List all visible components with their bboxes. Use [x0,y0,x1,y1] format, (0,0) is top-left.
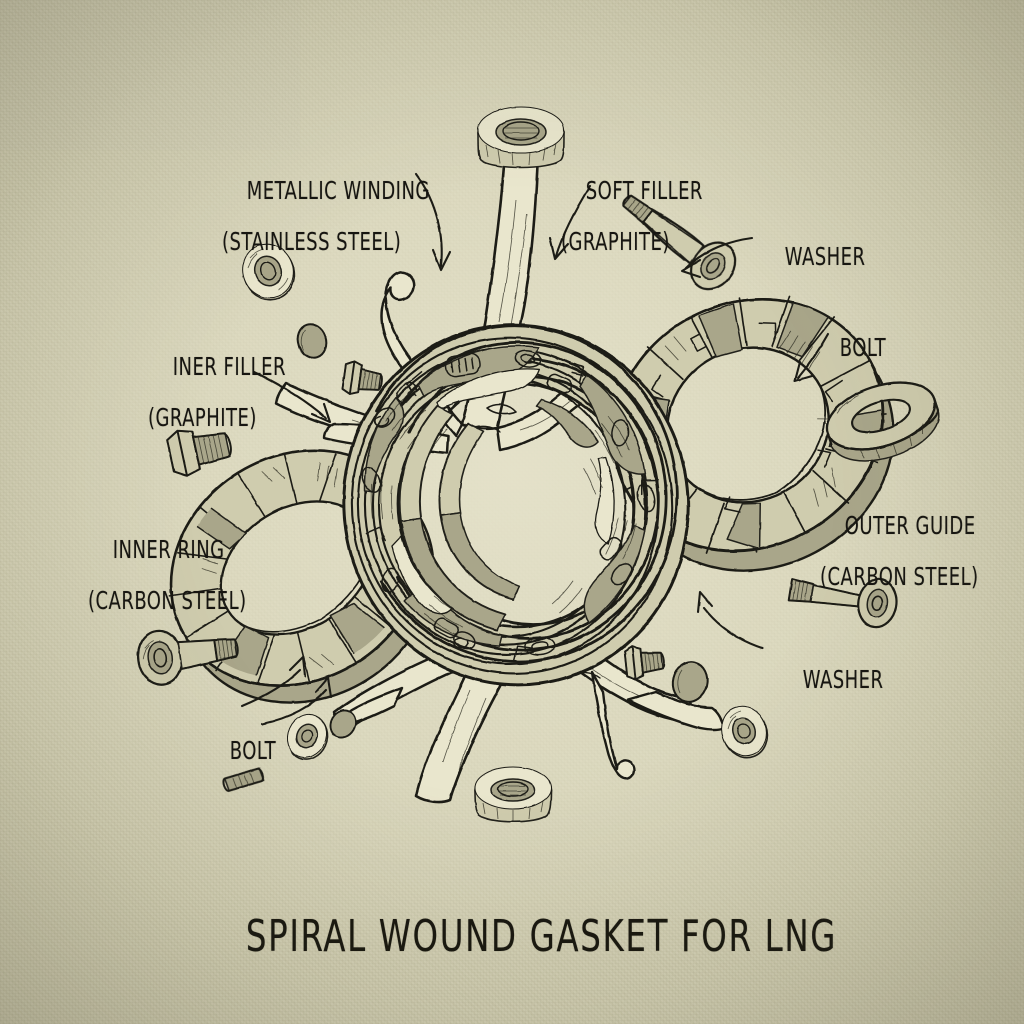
spiral-wound-core [342,323,690,687]
label-bolt-bottom-line1: BOLT [229,735,277,765]
bolt-lower-right [623,645,665,681]
label-outer-guide: OUTER GUIDE (CARBON STEEL) [820,487,979,640]
label-iner-filler-line1: INER FILLER [172,351,286,381]
label-metallic-winding-line1: METALLIC WINDING [246,175,430,205]
arrow-inner-ring [240,655,307,708]
label-inner-ring: INNER RING (CARBON STEEL) [88,511,247,664]
leader-arrows [240,172,830,726]
arrow-bolt-bottom [260,676,333,726]
arrow-soft-filler [548,184,592,261]
arm-terminals [242,106,769,823]
terminal-right-ball [671,661,709,703]
terminal-left-washer [242,243,296,301]
terminal-left-knob [329,709,357,739]
bolt-long-left [136,629,239,686]
label-bolt-bottom: BOLT [205,712,276,789]
diagram-title: SPIRAL WOUND GASKET FOR LNG [0,860,1024,1013]
bolt-chip [222,767,265,792]
label-washer-top: WASHER [760,218,865,295]
terminal-bottom-ring [474,766,552,823]
terminal-bottom-left-ring [286,713,329,761]
bolt-mid-left [341,360,383,395]
label-outer-guide-line2: (CARBON STEEL) [820,561,979,591]
label-bolt-top-line1: BOLT [839,332,887,362]
arrow-iner-filler [252,370,332,424]
label-iner-filler-line2: (GRAPHITE) [148,402,257,432]
bolt-long-right [787,577,898,629]
terminal-bottom-right-ring [721,705,769,759]
loose-washer [825,381,940,462]
label-metallic-winding-line2: (STAINLESS STEEL) [222,226,402,256]
diagram-title-text: SPIRAL WOUND GASKET FOR LNG [245,911,837,962]
label-inner-ring-line2: (CARBON STEEL) [88,585,247,615]
label-washer-top-line1: WASHER [784,241,866,271]
arrow-metallic-winding [414,172,452,272]
label-soft-filler-line2: (GRAPHITE) [561,226,670,256]
bolt-upper-left [166,429,232,477]
arrow-washer-top [680,236,754,279]
label-outer-guide-line1: OUTER GUIDE [844,510,976,540]
arrow-bolt-top [793,332,830,383]
label-washer-bottom-line1: WASHER [802,664,884,694]
label-soft-filler: SOFT FILLER (GRAPHITE) [561,152,703,305]
label-inner-ring-line1: INNER RING [112,534,225,564]
label-metallic-winding: METALLIC WINDING (STAINLESS STEEL) [222,152,430,305]
terminal-top-ring [477,106,565,169]
loose-fasteners [136,194,940,792]
label-bolt-top: BOLT [815,309,886,386]
arrow-washer-bottom [696,590,764,650]
label-iner-filler: INER FILLER (GRAPHITE) [148,328,286,481]
terminal-left-disc [296,323,328,359]
label-soft-filler-line1: SOFT FILLER [585,175,703,205]
label-washer-bottom: WASHER [778,641,883,718]
